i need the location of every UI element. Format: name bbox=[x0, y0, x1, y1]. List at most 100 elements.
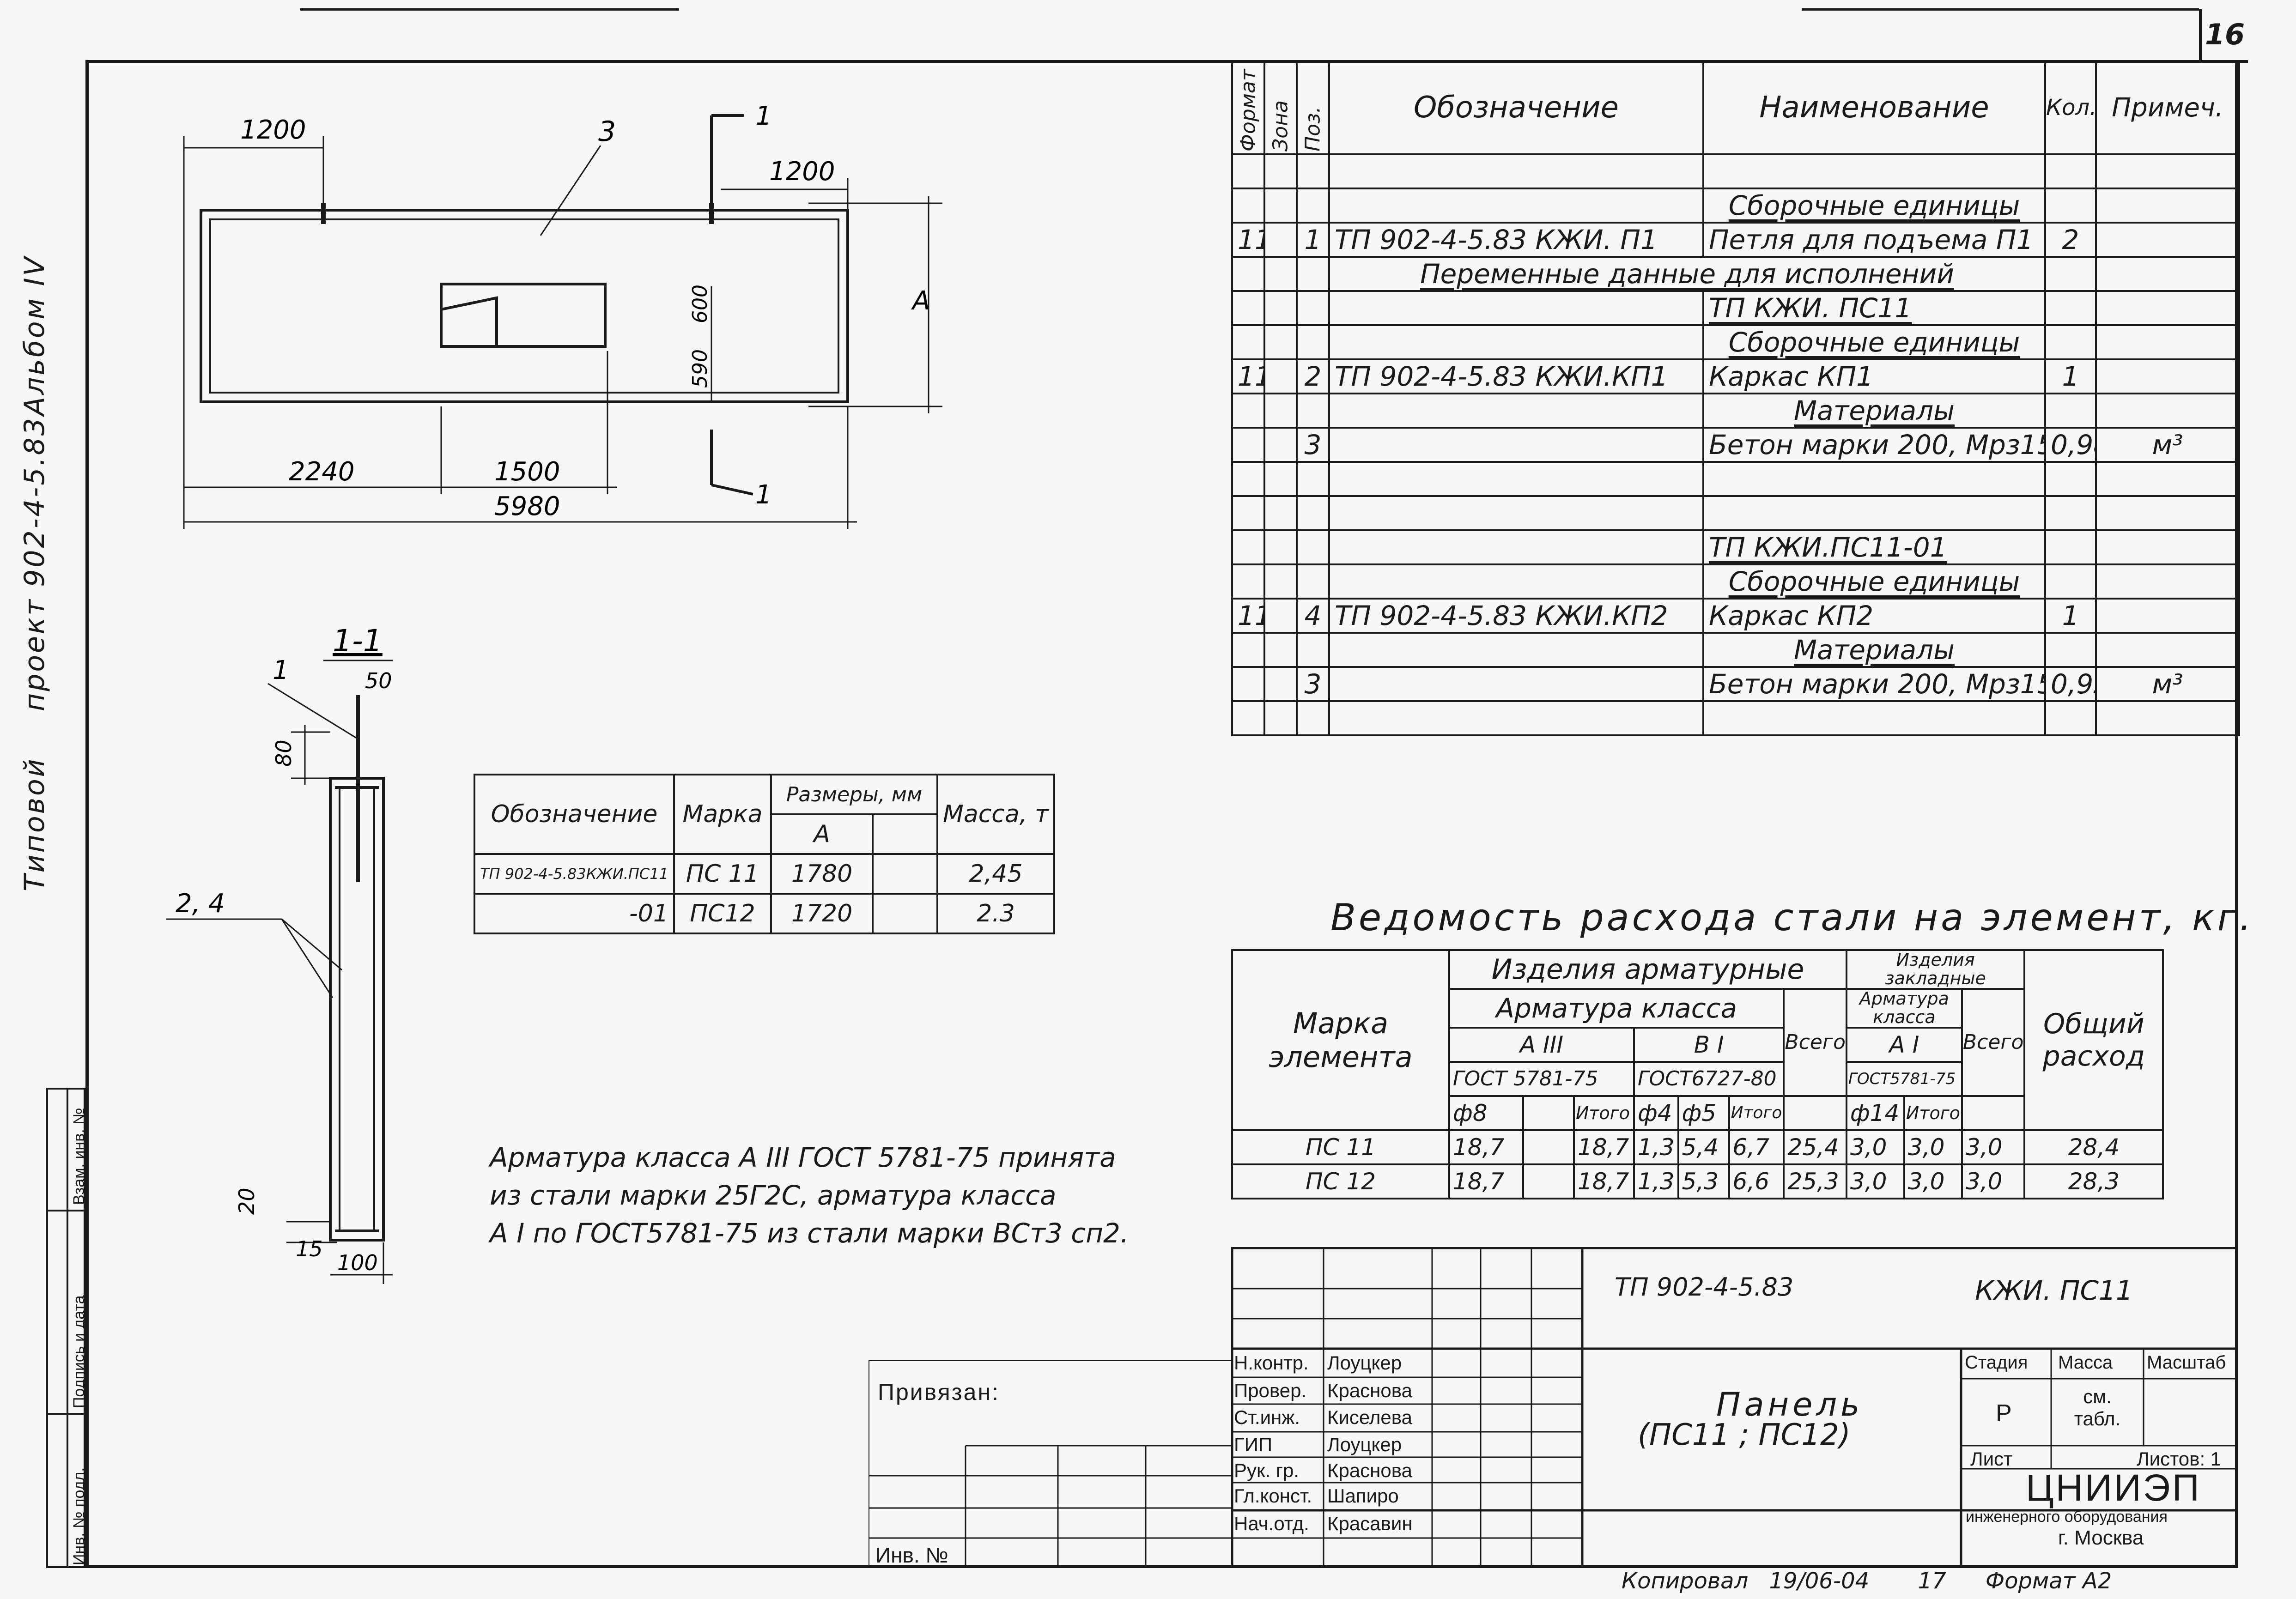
drawing-frame bbox=[85, 60, 2238, 1568]
steel-cell: 18,7 bbox=[1573, 1163, 1635, 1199]
spec-cell bbox=[2095, 290, 2240, 326]
spec-cell bbox=[1263, 598, 1298, 634]
steel-cell bbox=[1522, 1129, 1575, 1165]
steel-title: Ведомость расхода стали на элемент, кг. bbox=[1330, 896, 2254, 939]
spec-cell bbox=[1231, 324, 1265, 360]
spec-cell bbox=[1328, 324, 1704, 360]
spec-cell: ТП 902-4-5.83 КЖИ.КП1 bbox=[1328, 358, 1704, 394]
table-row: Переменные данные для исполнений bbox=[1231, 256, 2240, 292]
spec-cell bbox=[1328, 632, 1704, 668]
table-row: Материалы bbox=[1231, 632, 2240, 668]
tb-person: Красавин bbox=[1327, 1513, 1413, 1534]
spec-cell: 1 bbox=[2044, 358, 2097, 394]
spec-cell: Каркас КП1 bbox=[1702, 358, 2046, 394]
table-row: Материалы bbox=[1231, 393, 2240, 429]
spec-cell bbox=[2095, 700, 2240, 736]
spec-h-qty: Кол. bbox=[2044, 60, 2097, 155]
mass-cell bbox=[871, 893, 938, 934]
spec-cell: ТП 902-4-5.83 КЖИ. П1 bbox=[1328, 222, 1704, 258]
plan-dim-1500: 1500 bbox=[494, 457, 560, 487]
spec-cell bbox=[2044, 188, 2097, 224]
mass-table: Обозначение Марка Размеры, мм Масса, т А… bbox=[474, 774, 1056, 934]
spec-cell bbox=[1263, 666, 1298, 702]
spec-cell bbox=[1296, 461, 1330, 497]
steel-h-mark: Марка элемента bbox=[1231, 949, 1450, 1131]
section-leader-24: 2, 4 bbox=[176, 889, 225, 919]
steel-h-sum1: Итого bbox=[1573, 1095, 1635, 1131]
tb-mass-h: Масса bbox=[2058, 1352, 2113, 1373]
spec-cell bbox=[2044, 495, 2097, 531]
tb-org2: инженерного оборудования bbox=[1966, 1508, 2168, 1526]
top-line-right bbox=[1802, 8, 2199, 11]
spec-cell bbox=[2044, 256, 2097, 292]
note-block: Арматура класса А III ГОСТ 5781-75 приня… bbox=[490, 1139, 1129, 1252]
plan-dim-600: 600 bbox=[688, 285, 712, 323]
side-title-kind: Типовой bbox=[18, 757, 51, 891]
spec-cell: 2 bbox=[2044, 222, 2097, 258]
tb-person: Краснова bbox=[1327, 1460, 1412, 1481]
plan-dim-5980: 5980 bbox=[494, 491, 560, 521]
spec-cell bbox=[1296, 256, 1330, 292]
steel-cell: 5,3 bbox=[1677, 1163, 1730, 1199]
panel-outline bbox=[200, 209, 849, 403]
section-dim-80: 80 bbox=[271, 739, 296, 767]
spec-cell bbox=[1328, 700, 1704, 736]
spec-cell bbox=[1296, 529, 1330, 565]
spec-h-format: Формат bbox=[1232, 61, 1264, 154]
steel-h-overall: Общий расход bbox=[2023, 949, 2164, 1131]
steel-cell: 28,4 bbox=[2023, 1129, 2164, 1165]
spec-cell bbox=[2044, 529, 2097, 565]
mass-cell: ПС12 bbox=[673, 893, 772, 934]
steel-h-b1: В I bbox=[1633, 1026, 1785, 1063]
spec-cell bbox=[1231, 427, 1265, 463]
spec-cell bbox=[1328, 393, 1704, 429]
steel-cell: ПС 11 bbox=[1231, 1129, 1450, 1165]
spec-cell: ТП 902-4-5.83 КЖИ.КП2 bbox=[1328, 598, 1704, 634]
spec-cell: Материалы bbox=[1702, 632, 2046, 668]
footer-copied-code: 19/06-04 bbox=[1769, 1568, 1870, 1594]
steel-cell: 6,7 bbox=[1728, 1129, 1785, 1165]
section-dim-100: 100 bbox=[337, 1250, 378, 1275]
steel-table: Марка элемента Изделия арматурные Издели… bbox=[1231, 949, 2164, 1199]
spec-cell: м³ bbox=[2095, 666, 2240, 702]
steel-h-sum3: Итого bbox=[1903, 1095, 1963, 1131]
steel-cell: 3,0 bbox=[1903, 1129, 1963, 1165]
tb-role: Ст.инж. bbox=[1234, 1406, 1300, 1428]
tb-role: Рук. гр. bbox=[1234, 1460, 1300, 1481]
mass-cell: ПС 11 bbox=[673, 853, 772, 895]
spec-cell bbox=[2044, 153, 2097, 189]
spec-cell bbox=[2095, 358, 2240, 394]
steel-cell: 3,0 bbox=[1961, 1129, 2026, 1165]
spec-cell bbox=[2044, 461, 2097, 497]
steel-h-total2: Всего bbox=[1961, 987, 2026, 1097]
steel-cell bbox=[1522, 1163, 1575, 1199]
spec-cell bbox=[2095, 188, 2240, 224]
spec-cell bbox=[2095, 632, 2240, 668]
plan-dim-a: А bbox=[911, 286, 930, 316]
spec-cell bbox=[1263, 427, 1298, 463]
inv-label: Инв. № bbox=[875, 1543, 948, 1567]
steel-cell: 25,4 bbox=[1783, 1129, 1847, 1165]
plan-leader-3: 3 bbox=[598, 115, 616, 148]
spec-cell bbox=[1231, 700, 1265, 736]
note-line: А I по ГОСТ5781-75 из стали марки ВСт3 с… bbox=[490, 1217, 1129, 1249]
tb-role: Провер. bbox=[1234, 1380, 1307, 1401]
spec-cell bbox=[1231, 188, 1265, 224]
spec-cell bbox=[2044, 632, 2097, 668]
spec-cell bbox=[1296, 393, 1330, 429]
steel-cell: 3,0 bbox=[1961, 1163, 2026, 1199]
title-block-grid bbox=[1231, 1247, 2238, 1568]
tb-role: ГИП bbox=[1234, 1434, 1273, 1455]
steel-cell: 18,7 bbox=[1573, 1129, 1635, 1165]
mass-cell: ТП 902-4-5.83КЖИ.ПС11 bbox=[474, 853, 675, 895]
mass-cell: 2,45 bbox=[936, 853, 1056, 895]
spec-cell bbox=[1263, 256, 1298, 292]
tb-stage-h: Стадия bbox=[1965, 1352, 2028, 1373]
spec-cell: Переменные данные для исполнений bbox=[1328, 256, 2046, 292]
steel-cell: 18,7 bbox=[1448, 1163, 1524, 1199]
spec-cell bbox=[1231, 290, 1265, 326]
steel-h-a1: А I bbox=[1845, 1026, 1963, 1063]
tb-mark: КЖИ. ПС11 bbox=[1975, 1275, 2133, 1306]
spec-cell: Бетон марки 200, Мрз150, В2 bbox=[1702, 427, 2046, 463]
